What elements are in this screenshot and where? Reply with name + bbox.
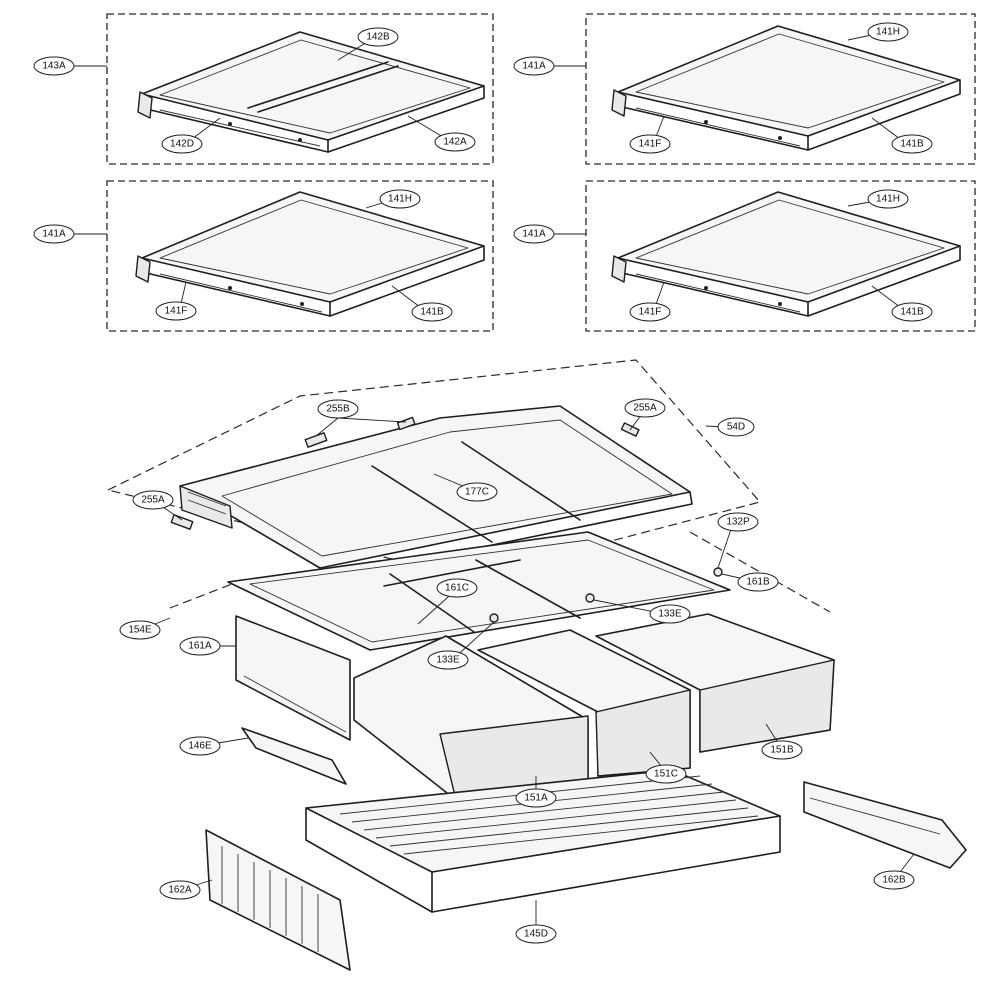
svg-text:142A: 142A [443,137,467,148]
svg-text:151B: 151B [770,745,794,756]
shelf-glass-outline [141,191,485,303]
svg-text:255B: 255B [326,404,350,415]
cover-clip [304,432,328,448]
svg-text:141H: 141H [876,27,900,38]
callout-141F: 141F [629,302,671,322]
callout-161A: 161A [179,636,221,656]
callout-141A: 141A [33,224,75,244]
svg-text:141A: 141A [522,61,546,72]
svg-text:145D: 145D [524,929,548,940]
svg-text:141H: 141H [388,194,412,205]
shelf-group-frame [106,13,494,165]
cover-clip [396,416,416,431]
callout-142B: 142B [357,27,399,47]
drawer-middle-front [595,689,691,777]
callout-151A: 151A [515,788,557,808]
callout-151C: 151C [645,764,687,784]
shelf-group-frame [585,180,976,332]
callout-133E: 133E [649,604,691,624]
callout-141H: 141H [867,22,909,42]
drawer-right-front [699,659,835,753]
svg-text:162A: 162A [168,885,192,896]
svg-text:154E: 154E [128,625,152,636]
svg-text:54D: 54D [727,422,745,433]
svg-text:177C: 177C [465,487,489,498]
svg-text:142B: 142B [366,32,390,43]
callout-132P: 132P [717,512,759,532]
left-rail [241,727,347,785]
svg-text:141A: 141A [522,229,546,240]
part-callouts: 143A 142B 142D 142A 141A 141H 141F 141B … [33,22,933,944]
crisper-drawer-assembly [106,359,967,971]
cover-group-outline [106,359,762,579]
callout-146E: 146E [179,736,221,756]
drawer-frame [227,531,731,651]
callout-141B: 141B [891,302,933,322]
callout-143A: 143A [33,56,75,76]
shelf-group-frame [585,13,976,165]
callout-141B: 141B [411,302,453,322]
shelf-glass-outline [617,25,961,137]
svg-text:141F: 141F [639,139,662,150]
svg-text:162B: 162B [882,875,906,886]
svg-text:142D: 142D [170,139,194,150]
svg-text:161C: 161C [445,583,469,594]
callout-255A: 255A [132,490,174,510]
svg-text:161B: 161B [746,577,770,588]
callout-141F: 141F [629,134,671,154]
callout-177C: 177C [456,482,498,502]
cover-clip [170,514,194,530]
callout-154E: 154E [119,620,161,640]
callout-255A: 255A [624,398,666,418]
callout-141A: 141A [513,56,555,76]
shelf-assembly-middle-right [585,180,976,332]
callout-141F: 141F [155,301,197,321]
callout-161B: 161B [737,572,779,592]
svg-text:255A: 255A [141,495,165,506]
svg-text:141F: 141F [639,307,662,318]
callout-54D: 54D [717,417,755,437]
callout-133E: 133E [427,650,469,670]
left-handle [205,829,351,971]
svg-text:143A: 143A [42,61,66,72]
callout-142A: 142A [434,132,476,152]
shelf-assembly-middle-left [106,180,494,332]
callout-255B: 255B [317,399,359,419]
svg-text:161A: 161A [188,641,212,652]
svg-text:141B: 141B [420,307,444,318]
callout-161C: 161C [436,578,478,598]
svg-text:151A: 151A [524,793,548,804]
callout-141H: 141H [867,189,909,209]
shelf-glass-outline [617,191,961,303]
callout-141H: 141H [379,189,421,209]
svg-text:255A: 255A [633,403,657,414]
left-tray [235,615,351,741]
svg-text:141B: 141B [900,139,924,150]
svg-text:141B: 141B [900,307,924,318]
callout-151B: 151B [761,740,803,760]
callout-141B: 141B [891,134,933,154]
callout-141A: 141A [513,224,555,244]
callout-145D: 145D [515,924,557,944]
crisper-cover [179,405,691,569]
callout-162B: 162B [873,870,915,890]
callout-162A: 162A [159,880,201,900]
svg-text:141F: 141F [165,306,188,317]
svg-text:141H: 141H [876,194,900,205]
svg-text:133E: 133E [658,609,682,620]
shelf-group-frame [106,180,494,332]
svg-text:133E: 133E [436,655,460,666]
svg-text:151C: 151C [654,769,678,780]
shelf-assembly-split-glass [106,13,494,165]
svg-text:141A: 141A [42,229,66,240]
svg-text:146E: 146E [188,741,212,752]
svg-text:132P: 132P [726,517,750,528]
shelf-assembly-top-right [585,13,976,165]
right-handle [803,781,967,869]
callout-142D: 142D [161,134,203,154]
